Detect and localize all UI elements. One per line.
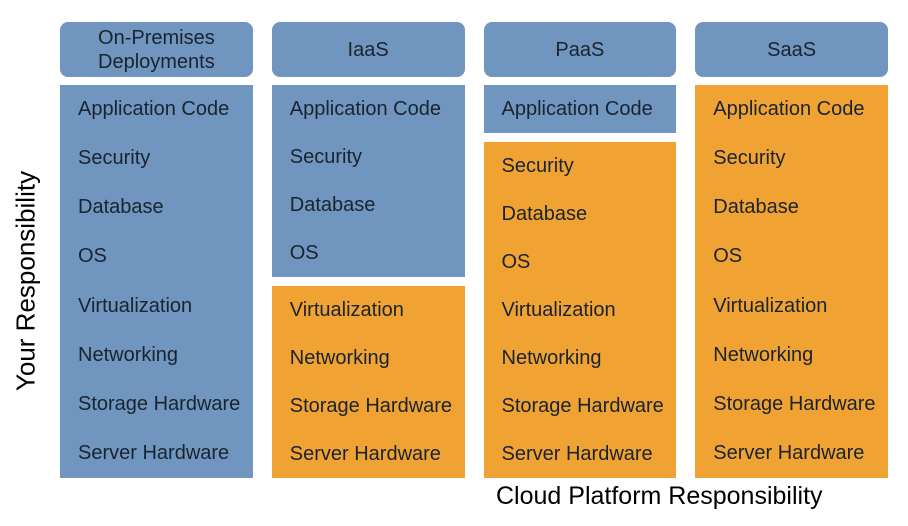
layer-security: Security (289, 145, 362, 168)
layer-database: Database (78, 196, 164, 219)
segment-your-responsibility: Application Code (483, 85, 677, 133)
layer-server-hardware: Server Hardware (78, 441, 230, 464)
layer-networking: Networking (501, 346, 602, 369)
layer-storage-hardware: Storage Hardware (78, 392, 241, 415)
layer-server-hardware: Server Hardware (713, 441, 865, 464)
column-header-iaas: IaaS (271, 22, 465, 77)
layer-database: Database (289, 193, 376, 216)
layer-virtualization: Virtualization (78, 294, 193, 317)
layer-server-hardware: Server Hardware (501, 442, 653, 465)
layer-application-code: Application Code (501, 97, 653, 120)
layer-os: OS (501, 250, 531, 273)
layer-storage-hardware: Storage Hardware (713, 392, 876, 415)
layer-virtualization: Virtualization (289, 298, 404, 321)
layer-storage-hardware: Storage Hardware (501, 394, 664, 417)
column-header-paas: PaaS (483, 22, 677, 77)
column-header-on-premises: On-Premises Deployments (60, 22, 253, 77)
layer-os: OS (713, 245, 743, 268)
layer-application-code: Application Code (289, 97, 441, 120)
layer-virtualization: Virtualization (713, 294, 828, 317)
column-header-saas: SaaS (695, 22, 888, 77)
layer-security: Security (501, 154, 574, 177)
layer-networking: Networking (78, 343, 179, 366)
layer-server-hardware: Server Hardware (289, 442, 441, 465)
layer-os: OS (289, 241, 319, 264)
layer-database: Database (501, 202, 588, 225)
layer-networking: Networking (713, 343, 814, 366)
layer-storage-hardware: Storage Hardware (289, 394, 453, 417)
layer-os: OS (78, 245, 107, 268)
layer-database: Database (713, 196, 799, 219)
bottom-axis-label: Cloud Platform Responsibility (496, 482, 823, 510)
layer-application-code: Application Code (78, 98, 230, 121)
layer-security: Security (78, 147, 151, 170)
layer-networking: Networking (289, 346, 390, 369)
layer-security: Security (713, 147, 786, 170)
left-axis-label: Your Responsibility (10, 170, 41, 392)
layer-virtualization: Virtualization (501, 298, 616, 321)
layer-application-code: Application Code (713, 98, 865, 121)
